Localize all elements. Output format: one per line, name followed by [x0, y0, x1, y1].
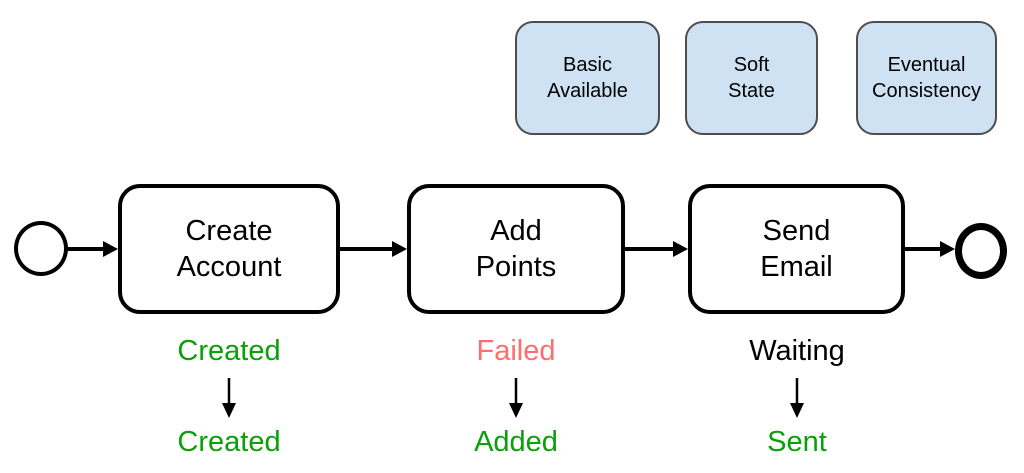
task-label: Add Points	[475, 214, 557, 283]
task-send-email: Send Email	[688, 184, 905, 314]
flow-arrow-add-points-to-send-email	[625, 241, 688, 257]
state-arrow-create-account	[222, 378, 236, 418]
state-final-add-points: Added	[474, 426, 558, 458]
flow-arrow-start-to-create-account	[66, 241, 118, 257]
flow-arrow-create-account-to-add-points	[340, 241, 407, 257]
start-event-circle	[14, 221, 68, 276]
task-label: Create Account	[176, 214, 282, 283]
task-create-account: Create Account	[118, 184, 340, 314]
state-initial-send-email: Waiting	[749, 335, 845, 367]
base-box-label: Eventual Consistency	[872, 54, 981, 102]
state-initial-add-points: Failed	[476, 335, 556, 367]
state-arrow-add-points	[509, 378, 523, 418]
base-box-soft-state: Soft State	[685, 21, 818, 135]
state-arrow-send-email	[790, 378, 804, 418]
state-initial-create-account: Created	[177, 335, 281, 367]
base-box-label: Basic Available	[547, 54, 628, 102]
end-event-circle	[955, 223, 1007, 279]
flow-arrow-send-email-to-end	[905, 241, 955, 257]
state-final-send-email: Sent	[767, 426, 827, 458]
state-final-create-account: Created	[177, 426, 281, 458]
base-box-label: Soft State	[728, 54, 775, 102]
base-box-basic-available: Basic Available	[515, 21, 660, 135]
base-box-eventual-consistency: Eventual Consistency	[856, 21, 997, 135]
task-label: Send Email	[760, 214, 833, 283]
task-add-points: Add Points	[407, 184, 625, 314]
